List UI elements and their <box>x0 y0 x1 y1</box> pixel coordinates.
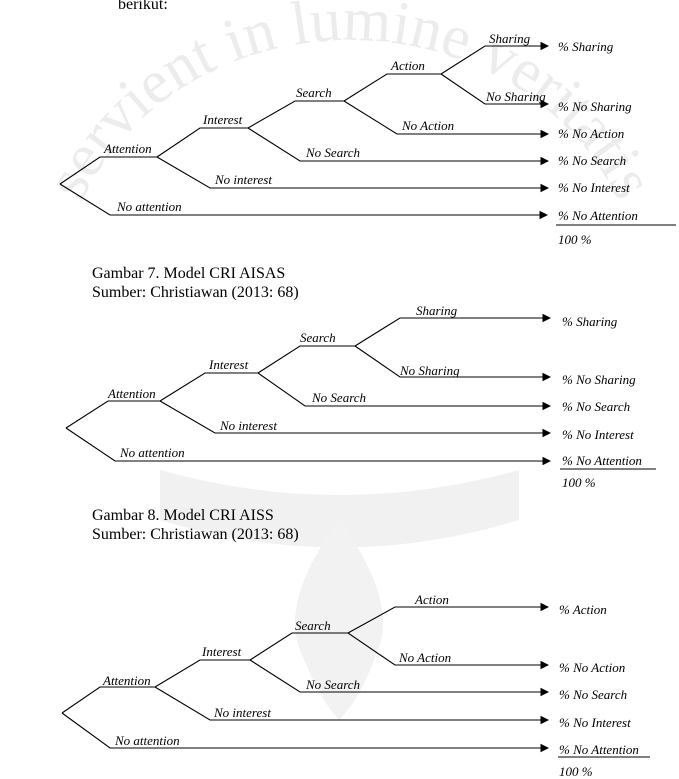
outcome-no-attention: % No Attention <box>558 208 638 223</box>
node-attention: Attention <box>103 141 152 156</box>
node-no-action: No Action <box>398 650 451 665</box>
figure1-caption-title: Gambar 7. Model CRI AISAS <box>92 265 286 282</box>
figure2-caption-source: Sumber: Christiawan (2013: 68) <box>92 526 299 543</box>
node-no-interest: No interest <box>213 705 271 720</box>
edge-interest <box>154 659 250 688</box>
outcome-no-search: % No Search <box>559 687 627 702</box>
edge-sharing <box>354 313 552 347</box>
edge-attention <box>61 686 155 714</box>
node-no-interest: No interest <box>219 418 277 433</box>
intro-text: berikut: <box>118 0 168 13</box>
edge-no-search <box>249 659 550 697</box>
edge-no-sharing <box>354 345 552 382</box>
edge-no-sharing <box>440 73 550 109</box>
outcome-no-action: % No Action <box>558 126 624 141</box>
edge-no-attention <box>65 427 552 466</box>
node-action: Action <box>390 58 425 73</box>
node-sharing: Sharing <box>416 303 458 318</box>
edge-action <box>343 73 441 102</box>
node-action: Action <box>414 592 449 607</box>
edge-no-attention <box>59 183 549 220</box>
edge-sharing <box>440 41 550 75</box>
edge-interest <box>159 372 258 402</box>
watermark-shield <box>160 470 519 548</box>
figure2-tree: Attention Interest Search Sharing No Sha… <box>65 303 656 490</box>
figure1-caption: Gambar 7. Model CRI AISAS Sumber: Christ… <box>92 264 299 302</box>
node-interest: Interest <box>201 644 242 659</box>
node-no-sharing: No Sharing <box>485 89 546 104</box>
node-search: Search <box>300 330 336 345</box>
node-no-search: No Search <box>305 677 360 692</box>
edge-no-search <box>247 127 550 166</box>
edge-no-interest <box>156 156 550 193</box>
node-interest: Interest <box>208 357 249 372</box>
node-no-search: No Search <box>305 145 360 160</box>
outcome-no-search: % No Search <box>562 399 630 414</box>
edge-attention <box>65 400 160 429</box>
outcome-sharing: % Sharing <box>558 39 614 54</box>
node-no-sharing: No Sharing <box>399 363 460 378</box>
edge-no-interest <box>159 400 552 438</box>
watermark-flame <box>294 520 384 720</box>
outcome-no-sharing: % No Sharing <box>562 372 636 387</box>
edge-no-interest <box>154 686 550 725</box>
edge-search <box>257 345 355 374</box>
edge-no-attention <box>61 712 550 753</box>
figure1-tree: Attention Interest Search Action Sharing… <box>59 31 676 247</box>
edge-interest <box>156 127 248 158</box>
node-no-attention: No attention <box>114 733 180 748</box>
node-interest: Interest <box>202 112 243 127</box>
outcome-total: 100 % <box>559 764 593 779</box>
outcome-total: 100 % <box>558 232 592 247</box>
figure2-caption: Gambar 8. Model CRI AISS Sumber: Christi… <box>92 506 299 544</box>
node-search: Search <box>296 85 332 100</box>
edge-attention <box>59 156 157 185</box>
node-attention: Attention <box>102 673 151 688</box>
outcome-action: % Action <box>559 602 607 617</box>
edge-search <box>249 632 348 661</box>
node-no-search: No Search <box>311 390 366 405</box>
edge-no-action <box>343 100 550 139</box>
outcome-no-action: % No Action <box>559 660 625 675</box>
outcome-no-attention: % No Attention <box>562 453 642 468</box>
node-sharing: Sharing <box>489 31 531 46</box>
edge-no-action <box>347 632 550 670</box>
node-no-attention: No attention <box>119 445 185 460</box>
outcome-no-attention: % No Attention <box>559 742 639 757</box>
outcome-total: 100 % <box>562 475 596 490</box>
figure1-caption-source: Sumber: Christiawan (2013: 68) <box>92 284 299 301</box>
outcome-no-sharing: % No Sharing <box>558 99 632 114</box>
node-no-attention: No attention <box>116 199 182 214</box>
node-search: Search <box>295 618 331 633</box>
node-no-action: No Action <box>401 118 454 133</box>
node-attention: Attention <box>107 386 156 401</box>
outcome-sharing: % Sharing <box>562 314 618 329</box>
figure2-caption-title: Gambar 8. Model CRI AISS <box>92 507 274 524</box>
edge-no-search <box>257 372 552 411</box>
edge-search <box>247 100 344 129</box>
outcome-no-search: % No Search <box>558 153 626 168</box>
figure3-tree: Attention Interest Search Action No Acti… <box>61 592 650 779</box>
edge-action <box>347 602 550 634</box>
node-no-interest: No interest <box>214 172 272 187</box>
outcome-no-interest: % No Interest <box>558 180 630 195</box>
outcome-no-interest: % No Interest <box>562 427 634 442</box>
outcome-no-interest: % No Interest <box>559 715 631 730</box>
